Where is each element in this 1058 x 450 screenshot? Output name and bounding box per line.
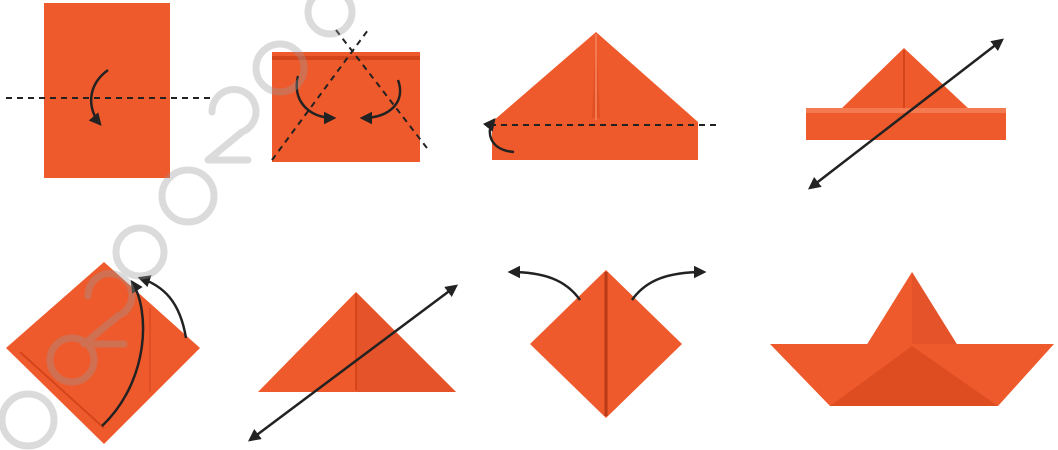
curved-arrow-left-icon <box>507 265 582 301</box>
double-headed-arrow-icon <box>808 38 1004 190</box>
curved-arrow-up-icon <box>101 279 145 427</box>
paper-sheet <box>44 3 170 178</box>
curved-arrow-left-icon <box>359 79 402 125</box>
paper-triangle-shade <box>356 292 456 392</box>
double-headed-arrow-icon <box>247 284 459 442</box>
step-1-rectangle-sheet <box>6 3 210 178</box>
boat-hull-shade <box>830 346 998 406</box>
curved-arrow-up-icon <box>137 275 188 339</box>
paper-diamond <box>6 262 200 444</box>
diagonal-fold-line-icon <box>335 29 431 153</box>
paper-fold-edge <box>272 56 420 60</box>
curved-arrow-up-icon <box>482 118 515 154</box>
curved-arrow-down-icon <box>88 68 109 126</box>
step-4-hat-shape <box>806 38 1006 190</box>
step-8-paper-boat <box>770 272 1054 406</box>
step-6-triangle <box>247 284 459 442</box>
paper-sheet <box>272 52 420 162</box>
curved-arrow-right-icon <box>630 265 707 301</box>
step-5-diamond-square <box>6 262 200 444</box>
paper-strip <box>492 122 698 160</box>
paper-brim-edge <box>806 108 1006 113</box>
curved-arrow-right-icon <box>295 75 337 125</box>
step-2-folded-rectangle <box>271 29 431 162</box>
step-7-diamond <box>507 265 707 418</box>
step-3-triangle-hat <box>482 32 718 160</box>
boat-sail-shade <box>912 272 958 346</box>
crease-line <box>19 351 105 429</box>
